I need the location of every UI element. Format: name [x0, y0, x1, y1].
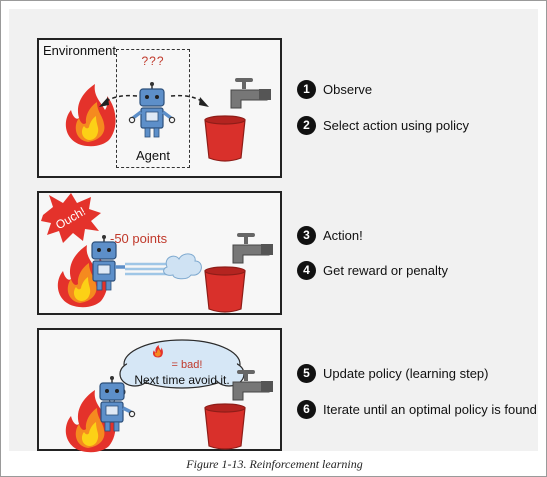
faucet-icon [230, 78, 271, 109]
step-number-badge: 2 [297, 115, 316, 135]
fire-icon [65, 84, 116, 147]
robot-icon [99, 376, 136, 432]
points-label: -50 points [110, 231, 168, 246]
panel-action: Ouch! [37, 191, 282, 315]
bucket-icon [204, 266, 246, 313]
panel-observe: Environment [37, 38, 282, 178]
burst-icon: Ouch! [41, 193, 101, 243]
faucet-icon [232, 233, 273, 264]
bad-label: = bad! [171, 359, 203, 371]
step-number-badge: 1 [297, 79, 316, 99]
thought-bubble-text: = bad! Next time avoid it. [127, 357, 237, 388]
step-label: Get reward or penalty [323, 262, 449, 278]
panel-update: = bad! Next time avoid it. [37, 328, 282, 453]
panel1-art [65, 78, 271, 162]
step-number-badge: 3 [297, 225, 316, 245]
agent-robot-icon [128, 82, 176, 138]
bucket-icon [204, 115, 246, 162]
robot-icon [91, 235, 125, 291]
figure-caption: Figure 1-13. Reinforcement learning [186, 457, 363, 471]
fire-icon [57, 245, 108, 308]
bucket-icon [204, 403, 246, 450]
step-number-badge: 6 [297, 399, 316, 419]
panel3-art [65, 339, 273, 453]
step-label: Update policy (learning step) [323, 365, 489, 381]
step-5: 5 Update policy (learning step) [297, 363, 488, 383]
small-fire-icon [152, 345, 163, 358]
step-1: 1 Observe [297, 79, 372, 99]
water-spray-icon [125, 253, 202, 280]
step-label: Select action using policy [323, 117, 469, 133]
panel2-art: Ouch! [41, 193, 273, 313]
step-number-badge: 5 [297, 363, 316, 383]
step-label: Action! [323, 227, 363, 243]
fire-icon [65, 390, 116, 453]
step-4: 4 Get reward or penalty [297, 260, 448, 280]
step-label: Observe [323, 81, 373, 97]
bad-label-row: = bad! [127, 357, 237, 373]
agent-label: Agent [136, 148, 170, 163]
environment-label: Environment [43, 43, 116, 58]
question-marks: ??? [141, 54, 165, 68]
step-3: 3 Action! [297, 225, 363, 245]
step-number-badge: 4 [297, 260, 316, 280]
step-label: Iterate until an optimal policy is found [323, 401, 537, 417]
agent-box: ??? Agent [116, 49, 190, 168]
step-2: 2 Select action using policy [297, 115, 469, 135]
bubble-message: Next time avoid it. [134, 373, 230, 387]
arrowhead-to-fire [99, 97, 109, 107]
step-6: 6 Iterate until an optimal policy is fou… [297, 399, 537, 419]
faucet-icon [232, 370, 273, 401]
arrowhead-to-bucket [199, 97, 209, 107]
